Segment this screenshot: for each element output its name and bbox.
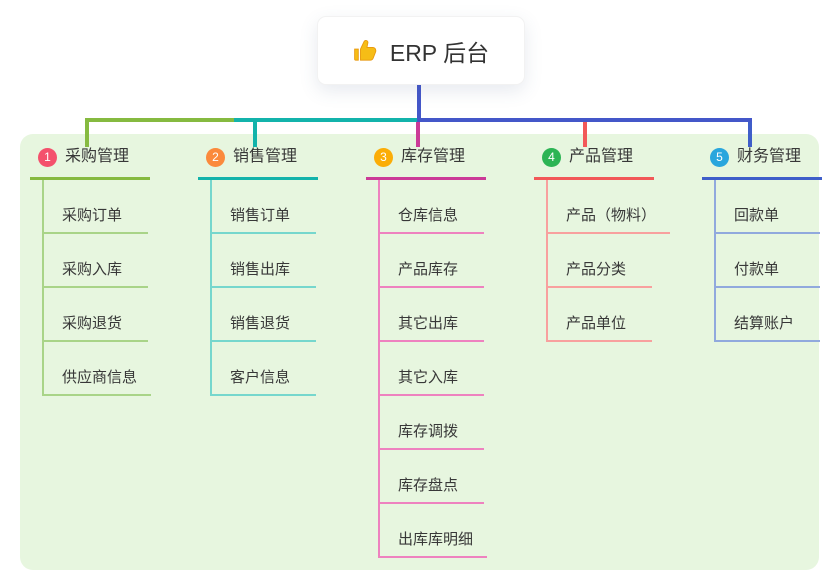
connector-root-line bbox=[417, 83, 421, 122]
branch-children: 销售订单 销售出库 销售退货 客户信息 bbox=[210, 180, 318, 396]
connector-horizontal-right-blue bbox=[419, 118, 752, 122]
child-node[interactable]: 库存调拨 bbox=[380, 396, 484, 450]
branch-number-badge: 1 bbox=[38, 147, 57, 167]
branch-label: 财务管理 bbox=[737, 148, 802, 165]
child-node[interactable]: 销售退货 bbox=[212, 288, 316, 342]
branch-children: 采购订单 采购入库 采购退货 供应商信息 bbox=[42, 180, 152, 396]
child-node[interactable]: 销售订单 bbox=[212, 180, 316, 234]
branch-column-product: 4 产品管理 产品（物料） 产品分类 产品单位 bbox=[534, 146, 671, 342]
child-node[interactable]: 付款单 bbox=[716, 234, 820, 288]
child-node[interactable]: 产品单位 bbox=[548, 288, 652, 342]
branch-column-purchase: 1 采购管理 采购订单 采购入库 采购退货 供应商信息 bbox=[30, 146, 152, 396]
branch-node-finance[interactable]: 5 财务管理 bbox=[702, 146, 822, 180]
branch-number-badge: 2 bbox=[206, 147, 225, 167]
child-node[interactable]: 出库库明细 bbox=[380, 504, 488, 558]
child-node[interactable]: 产品库存 bbox=[380, 234, 484, 288]
connector-drop-finance bbox=[748, 120, 752, 147]
branch-column-inventory: 3 库存管理 仓库信息 产品库存 其它出库 其它入库 库存调拨 库存盘点 出库库… bbox=[366, 146, 488, 558]
thumbs-up-icon bbox=[353, 38, 379, 64]
child-node[interactable]: 采购入库 bbox=[44, 234, 148, 288]
child-node[interactable]: 客户信息 bbox=[212, 342, 316, 396]
connector-drop-inventory bbox=[416, 120, 420, 147]
child-node[interactable]: 仓库信息 bbox=[380, 180, 484, 234]
branch-children: 仓库信息 产品库存 其它出库 其它入库 库存调拨 库存盘点 出库库明细 bbox=[378, 180, 488, 558]
root-title: ERP 后台 bbox=[389, 39, 490, 66]
child-node[interactable]: 采购退货 bbox=[44, 288, 148, 342]
branch-node-sales[interactable]: 2 销售管理 bbox=[198, 146, 318, 180]
branch-number-badge: 4 bbox=[542, 147, 561, 167]
branch-label: 产品管理 bbox=[569, 148, 634, 165]
branch-number-badge: 5 bbox=[710, 147, 729, 167]
branch-label: 销售管理 bbox=[233, 148, 298, 165]
connector-horizontal-left-teal bbox=[234, 118, 419, 122]
branch-node-purchase[interactable]: 1 采购管理 bbox=[30, 146, 150, 180]
connector-horizontal-left-green bbox=[85, 118, 234, 122]
child-node[interactable]: 产品分类 bbox=[548, 234, 652, 288]
branch-node-product[interactable]: 4 产品管理 bbox=[534, 146, 654, 180]
child-node[interactable]: 其它入库 bbox=[380, 342, 484, 396]
child-node[interactable]: 供应商信息 bbox=[44, 342, 152, 396]
branch-children: 回款单 付款单 结算账户 bbox=[714, 180, 822, 342]
branch-label: 库存管理 bbox=[401, 148, 466, 165]
branch-children: 产品（物料） 产品分类 产品单位 bbox=[546, 180, 671, 342]
child-node[interactable]: 结算账户 bbox=[716, 288, 820, 342]
branch-column-sales: 2 销售管理 销售订单 销售出库 销售退货 客户信息 bbox=[198, 146, 318, 396]
connector-drop-purchase bbox=[85, 120, 89, 147]
connector-drop-product bbox=[583, 120, 587, 147]
child-node[interactable]: 采购订单 bbox=[44, 180, 148, 234]
connector-drop-sales bbox=[253, 120, 257, 147]
child-node[interactable]: 回款单 bbox=[716, 180, 820, 234]
root-node[interactable]: ERP 后台 bbox=[317, 16, 525, 85]
child-node[interactable]: 其它出库 bbox=[380, 288, 484, 342]
child-node[interactable]: 销售出库 bbox=[212, 234, 316, 288]
mindmap-panel bbox=[20, 134, 819, 570]
branch-label: 采购管理 bbox=[65, 148, 130, 165]
child-node[interactable]: 库存盘点 bbox=[380, 450, 484, 504]
child-node[interactable]: 产品（物料） bbox=[548, 180, 671, 234]
branch-node-inventory[interactable]: 3 库存管理 bbox=[366, 146, 486, 180]
branch-column-finance: 5 财务管理 回款单 付款单 结算账户 bbox=[702, 146, 822, 342]
branch-number-badge: 3 bbox=[374, 147, 393, 167]
